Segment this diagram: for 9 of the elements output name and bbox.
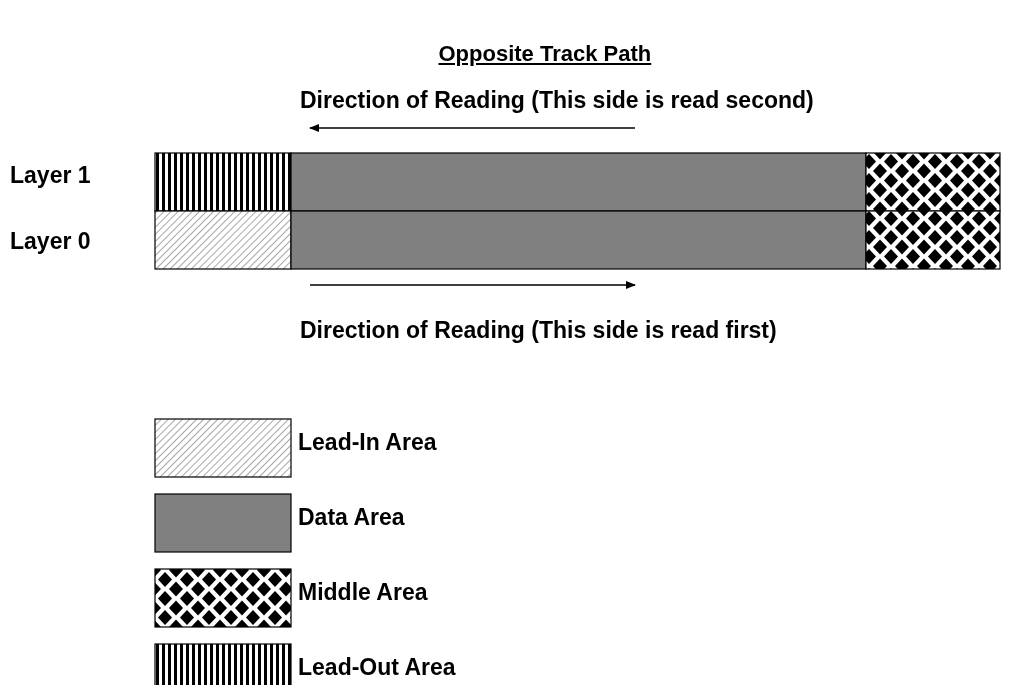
layer-label: Layer 1	[10, 161, 91, 189]
legend-label: Lead-In Area	[298, 428, 437, 456]
legend-label: Data Area	[298, 503, 405, 531]
layer-label: Layer 0	[10, 227, 91, 255]
direction-label: Direction of Reading (This side is read second)	[300, 86, 814, 114]
legend-label: Middle Area	[298, 578, 428, 606]
direction-label: Direction of Reading (This side is read first)	[300, 316, 777, 344]
legend-label: Lead-Out Area	[298, 653, 456, 681]
title: Opposite Track Path	[438, 40, 652, 68]
